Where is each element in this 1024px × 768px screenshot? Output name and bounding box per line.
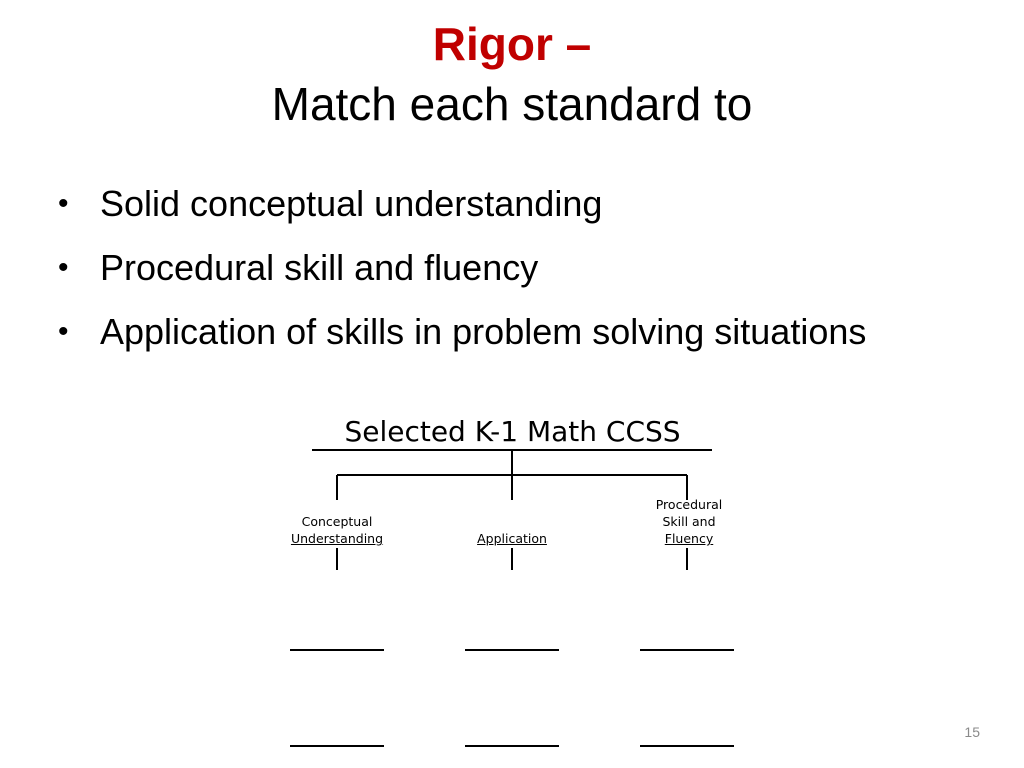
category-line: Application [477, 531, 547, 546]
bullet-item: • Procedural skill and fluency [58, 242, 958, 294]
bullet-icon: • [58, 187, 69, 220]
category-line: Skill and [662, 514, 716, 529]
category-line: Conceptual [301, 514, 373, 529]
bullet-icon: • [58, 251, 69, 284]
bullet-item: • Solid conceptual understanding [58, 178, 958, 230]
category-line: Fluency [664, 531, 714, 546]
bullet-list: • Solid conceptual understanding • Proce… [58, 178, 958, 370]
bullet-item: • Application of skills in problem solvi… [58, 306, 958, 358]
title-rigor: Rigor – [432, 18, 592, 70]
category-line: Procedural [655, 497, 723, 512]
slide-title: Rigor – Match each standard to [0, 14, 1024, 134]
category-application: Application [437, 530, 587, 547]
title-subtitle: Match each standard to [271, 78, 753, 130]
ccss-diagram: Selected K-1 Math CCSS Conceptual Unders… [280, 410, 750, 760]
diagram-title: Selected K-1 Math CCSS [344, 415, 681, 448]
bullet-text: Solid conceptual understanding [100, 183, 603, 224]
bullet-text: Application of skills in problem solving… [100, 311, 867, 352]
category-procedural: Procedural Skill and Fluency [614, 496, 764, 547]
category-conceptual: Conceptual Understanding [262, 513, 412, 547]
page-number: 15 [964, 724, 980, 740]
category-line: Understanding [290, 531, 384, 546]
bullet-text: Procedural skill and fluency [100, 247, 539, 288]
bullet-icon: • [58, 315, 69, 348]
diagram-lines [290, 449, 734, 747]
